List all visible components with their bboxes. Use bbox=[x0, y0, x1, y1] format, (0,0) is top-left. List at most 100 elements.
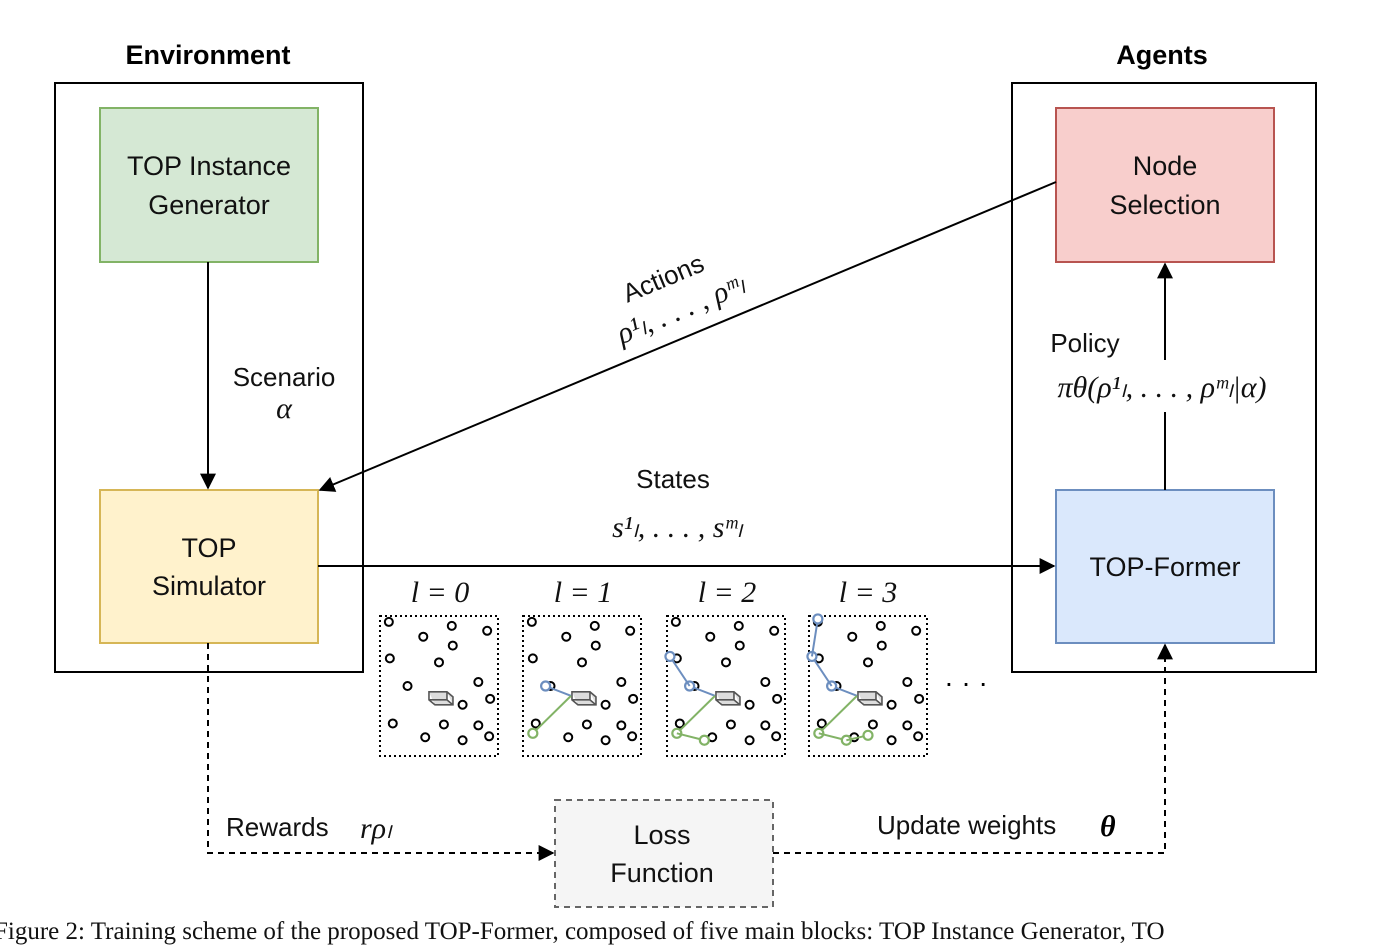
customer-node bbox=[875, 620, 886, 631]
customer-node bbox=[526, 616, 537, 627]
customer-node bbox=[627, 731, 638, 742]
blue-route-edge bbox=[810, 618, 819, 657]
instance-frame bbox=[522, 615, 642, 757]
customer-node bbox=[911, 625, 922, 636]
customer-node bbox=[734, 640, 745, 651]
customer-node bbox=[384, 653, 395, 664]
states-label: States bbox=[636, 464, 710, 494]
customer-node bbox=[581, 719, 592, 730]
customer-node bbox=[473, 720, 484, 731]
agents-header: Agents bbox=[1116, 40, 1208, 70]
generator-block: TOP Instance Generator bbox=[99, 107, 319, 263]
customer-node bbox=[482, 625, 493, 636]
customer-node bbox=[628, 693, 639, 704]
node-selection-block: Node Selection bbox=[1055, 107, 1275, 263]
policy-symbol: πθ(ρ¹ₗ, . . . , ρᵐₗ|α) bbox=[1057, 371, 1266, 404]
green-route-edge bbox=[818, 695, 858, 735]
customer-node bbox=[418, 631, 429, 642]
figure-caption: Figure 2: Training scheme of the propose… bbox=[0, 918, 1165, 945]
rewards-arrow bbox=[207, 643, 555, 861]
instance-snapshot-0 bbox=[379, 615, 499, 757]
generator-line-2: Generator bbox=[148, 190, 270, 220]
customer-node bbox=[816, 718, 827, 729]
top-former-block: TOP-Former bbox=[1055, 489, 1275, 644]
customer-node bbox=[760, 677, 771, 688]
loss-line-1: Loss bbox=[633, 820, 690, 850]
generator-line-1: TOP Instance bbox=[127, 151, 291, 181]
customer-node bbox=[886, 735, 897, 746]
green-route-edge bbox=[676, 695, 716, 735]
customer-node bbox=[914, 693, 925, 704]
blue-route-node bbox=[812, 613, 824, 625]
customer-node bbox=[600, 699, 611, 710]
customer-node bbox=[589, 620, 600, 631]
step-label-1: l = 1 bbox=[554, 576, 613, 609]
green-route-node bbox=[527, 727, 539, 739]
customer-node bbox=[420, 732, 431, 743]
policy-label: Policy bbox=[1050, 328, 1119, 358]
blue-route-edge bbox=[669, 655, 691, 687]
green-route-edge bbox=[532, 695, 572, 735]
step-label-2: l = 2 bbox=[698, 576, 757, 609]
customer-node bbox=[402, 681, 413, 691]
simulator-line-1: TOP bbox=[181, 533, 236, 563]
customer-node bbox=[670, 616, 681, 627]
node-selection-line-2: Selection bbox=[1109, 190, 1220, 220]
scenario-label: Scenario bbox=[233, 362, 336, 392]
depot-icon bbox=[715, 691, 741, 706]
customer-node bbox=[902, 720, 913, 731]
simulator-block: TOP Simulator bbox=[99, 489, 319, 644]
customer-node bbox=[383, 616, 394, 627]
customer-node bbox=[457, 699, 468, 710]
customer-node bbox=[847, 631, 858, 642]
customer-node bbox=[484, 731, 495, 742]
customer-node bbox=[616, 677, 627, 688]
customer-node bbox=[457, 735, 468, 746]
steps-ellipsis: · · · bbox=[944, 667, 988, 698]
customer-node bbox=[485, 693, 496, 704]
customer-node bbox=[387, 718, 398, 729]
rewards-label: Rewards bbox=[226, 812, 329, 842]
step-label-0: l = 0 bbox=[411, 576, 470, 609]
blue-route-node bbox=[540, 680, 552, 692]
instance-frame bbox=[666, 615, 786, 757]
customer-node bbox=[769, 625, 780, 636]
customer-node bbox=[561, 631, 572, 642]
update-weights-label: Update weights bbox=[877, 810, 1056, 840]
blue-route-node bbox=[664, 650, 676, 663]
customer-node bbox=[577, 657, 587, 668]
actions-arrow bbox=[318, 181, 1057, 492]
depot-icon bbox=[857, 691, 883, 706]
customer-node bbox=[913, 731, 924, 742]
customer-node bbox=[863, 657, 873, 668]
customer-node bbox=[705, 631, 716, 642]
customer-node bbox=[446, 620, 457, 631]
customer-node bbox=[600, 735, 611, 746]
customer-node bbox=[473, 677, 484, 688]
simulator-line-2: Simulator bbox=[152, 571, 266, 601]
green-route-node bbox=[698, 734, 710, 746]
customer-node bbox=[434, 657, 444, 668]
green-route-node bbox=[862, 729, 874, 741]
customer-node bbox=[772, 693, 783, 704]
customer-node bbox=[721, 657, 731, 668]
customer-node bbox=[902, 677, 913, 688]
customer-node bbox=[527, 653, 538, 664]
customer-node bbox=[744, 699, 755, 710]
customer-node bbox=[447, 640, 458, 651]
step-label-3: l = 3 bbox=[839, 576, 898, 609]
instance-snapshot-1 bbox=[522, 615, 642, 757]
customer-node bbox=[733, 620, 744, 631]
loss-line-2: Function bbox=[610, 858, 714, 888]
instance-frame bbox=[808, 615, 928, 757]
customer-node bbox=[590, 640, 601, 651]
rewards-symbol: rρₗ bbox=[360, 812, 393, 845]
instance-snapshot-2 bbox=[664, 615, 786, 757]
customer-node bbox=[530, 718, 541, 729]
loss-function-block: Loss Function bbox=[554, 799, 774, 908]
customer-node bbox=[771, 731, 782, 742]
blue-route-edge bbox=[811, 655, 833, 687]
update-weights-arrow bbox=[773, 643, 1173, 854]
customer-node bbox=[563, 732, 574, 743]
